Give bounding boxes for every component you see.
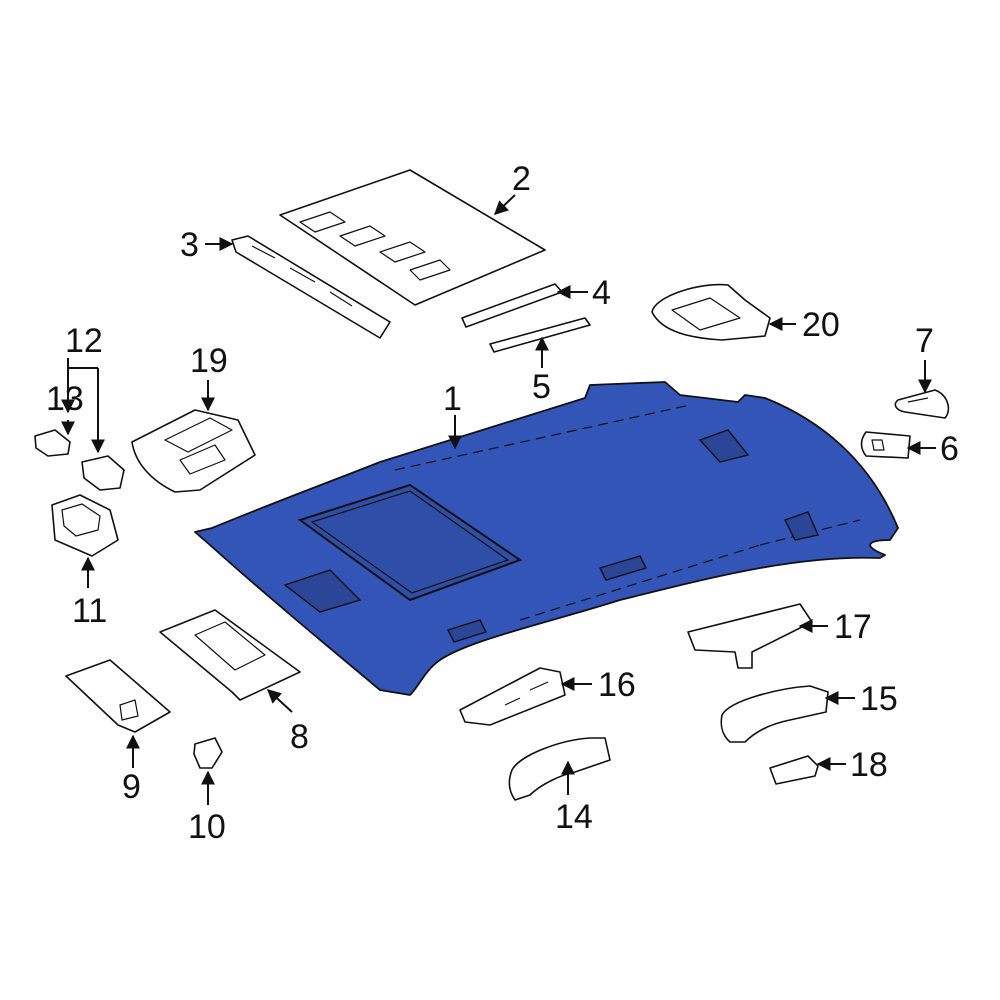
- callout-16: 16: [598, 666, 636, 704]
- callout-12: 12: [65, 322, 103, 360]
- callout-8: 8: [290, 718, 309, 756]
- bracket-outline: [51, 494, 119, 557]
- visor-panel-clip: [119, 699, 139, 721]
- seal-lower: [489, 317, 591, 353]
- roof-panel-slots: [299, 211, 451, 281]
- part-10-clip[interactable]: [193, 737, 223, 769]
- part-11-bracket[interactable]: [51, 494, 119, 557]
- sunvisor-mirror: [194, 621, 266, 671]
- part-20-lamp-housing[interactable]: [651, 283, 771, 341]
- callout-3: 3: [180, 226, 199, 264]
- leader-8: [266, 689, 293, 713]
- clip-7-slot: [907, 397, 929, 403]
- part-3-roof-strip[interactable]: [231, 235, 391, 339]
- part-8-sunvisor[interactable]: [159, 609, 301, 701]
- overhead-console-recess: [283, 429, 819, 613]
- part-2-roof-panel[interactable]: [279, 169, 546, 306]
- grab-handle-15-outline: [720, 685, 829, 743]
- clip-10-outline: [193, 737, 223, 769]
- part-12-bulb[interactable]: [81, 455, 125, 491]
- part-15-grab-handle[interactable]: [720, 685, 829, 743]
- callout-18: 18: [850, 746, 888, 784]
- callout-17: 17: [834, 608, 872, 646]
- callout-1: 1: [443, 380, 462, 418]
- part-17-reading-lamp[interactable]: [687, 603, 813, 669]
- roof-strip-outline: [231, 235, 391, 339]
- grab-handle-outline: [508, 737, 611, 801]
- reading-lamp-outline: [687, 603, 813, 669]
- callout-14: 14: [555, 798, 593, 836]
- bulb-12-outline: [81, 455, 125, 491]
- roof-panel-outline: [279, 169, 546, 306]
- console-details: [164, 417, 233, 475]
- switch-outline: [769, 755, 819, 785]
- callout-20: 20: [802, 306, 840, 344]
- sunroof-opening: [297, 483, 523, 602]
- part-14-grab-handle[interactable]: [508, 737, 611, 801]
- callout-7: 7: [915, 322, 934, 360]
- sunvisor-outline: [159, 609, 301, 701]
- lamp-housing-outline: [651, 283, 771, 341]
- console-outline: [131, 409, 256, 493]
- handle-bracket-slots: [504, 681, 549, 706]
- clip-6-hole: [871, 439, 885, 451]
- callout-9: 9: [122, 768, 141, 806]
- callout-13: 13: [46, 380, 84, 418]
- callout-2: 2: [512, 160, 531, 198]
- callout-6: 6: [940, 430, 959, 468]
- seal-upper: [461, 283, 563, 328]
- bulb-13-outline: [34, 429, 71, 457]
- part-6-clip[interactable]: [860, 431, 911, 459]
- callout-15: 15: [860, 680, 898, 718]
- sunroof-inner: [310, 490, 510, 594]
- visor-panel-outline: [65, 659, 171, 733]
- part-4-seal[interactable]: [461, 283, 563, 328]
- roof-strip-slots: [251, 245, 353, 307]
- bracket-inner: [61, 503, 101, 537]
- callout-4: 4: [592, 274, 611, 312]
- part-9-visor-panel[interactable]: [65, 659, 171, 733]
- leader-lines: [61, 194, 936, 805]
- lamp-housing-inner: [671, 297, 741, 331]
- callout-10: 10: [188, 808, 226, 846]
- clip-6-outline: [860, 431, 911, 459]
- part-5-seal[interactable]: [489, 317, 591, 353]
- grab-handle-pads: [447, 555, 647, 643]
- part-16-handle-bracket[interactable]: [459, 667, 566, 726]
- callout-19: 19: [190, 342, 228, 380]
- headliner-body: [194, 381, 899, 696]
- part-7-clip[interactable]: [894, 389, 950, 419]
- part-18-switch[interactable]: [769, 755, 819, 785]
- callout-11: 11: [72, 592, 107, 630]
- part-1-headliner[interactable]: [194, 381, 899, 696]
- callout-5: 5: [532, 368, 551, 406]
- part-13-bulb[interactable]: [34, 429, 71, 457]
- clip-7-outline: [894, 389, 950, 419]
- leader-2: [493, 194, 516, 215]
- callout-labels: 1 2 3 4 5 6 7 8 9 10 11 12 13 14 15 16 1…: [46, 160, 959, 846]
- part-19-overhead-console[interactable]: [131, 409, 256, 493]
- handle-bracket-outline: [459, 667, 566, 726]
